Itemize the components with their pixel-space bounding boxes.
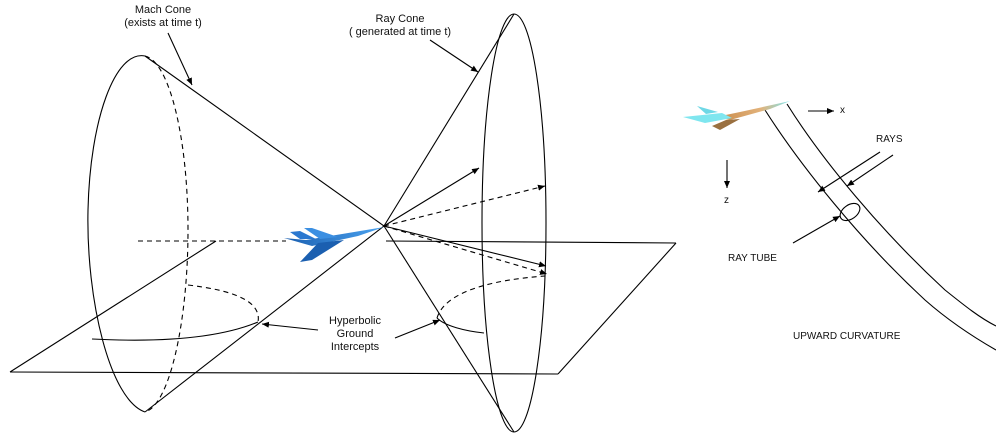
rays-label: RAYS <box>876 134 903 145</box>
ground-plane <box>9 240 677 375</box>
aircraft-left <box>284 227 384 262</box>
ray-cone <box>383 13 548 433</box>
ray-arrow-1 <box>383 167 480 227</box>
mach-cone-base-front <box>87 55 146 413</box>
z-axis-label: z <box>724 195 729 206</box>
ray-cone-lower-edge <box>383 225 515 433</box>
ray-cone-label: Ray Cone ( generated at time t) <box>330 13 470 39</box>
ray-tube-diagram <box>724 103 996 351</box>
mach-cone-note: (exists at time t) <box>124 17 202 29</box>
mach-cone-label: Mach Cone (exists at time t) <box>108 4 218 30</box>
mach-hyperbola-dashed <box>187 284 259 323</box>
ray-tube-right-edge <box>786 103 996 327</box>
ray-tube-label: RAY TUBE <box>728 253 777 264</box>
mach-hyperbola-solid <box>91 321 259 341</box>
ray-tube-left-edge <box>764 109 996 351</box>
ray-cone-ellipse <box>481 13 547 433</box>
upward-curvature-label: UPWARD CURVATURE <box>793 331 901 342</box>
hyperbolic-intercepts-label: Hyperbolic Ground Intercepts <box>310 315 400 354</box>
rays-leader-2 <box>846 154 894 187</box>
rays-leader-1 <box>817 151 881 193</box>
mach-cone-upper-edge <box>144 55 385 227</box>
mach-cone <box>87 55 385 413</box>
hyperbolic-line-1: Hyperbolic <box>329 315 381 327</box>
ray-cone-upper-edge <box>383 13 515 227</box>
ray-arrow-4 <box>383 225 547 268</box>
ray-cone-title: Ray Cone <box>375 13 425 25</box>
hyperbolic-leader-right <box>394 319 441 339</box>
hyperbolic-leader-left <box>261 321 319 331</box>
ray-hyperbola-dashed <box>436 275 546 319</box>
mach-cone-base-back <box>144 55 189 413</box>
ray-tube-leader <box>792 215 841 244</box>
ray-cone-leader <box>429 39 479 73</box>
ray-arrow-2 <box>383 184 546 227</box>
mach-cone-leader <box>167 32 193 86</box>
ray-arrow-3 <box>383 225 548 275</box>
mach-cone-lower-edge <box>144 225 385 413</box>
x-axis-label: x <box>840 105 845 116</box>
mach-cone-title: Mach Cone <box>134 4 192 16</box>
hyperbolic-line-3: Intercepts <box>330 341 380 353</box>
aircraft-right <box>683 101 790 130</box>
ray-cone-note: ( generated at time t) <box>348 26 452 38</box>
ray-tube-cross-section <box>839 202 861 222</box>
hyperbolic-line-2: Ground <box>336 328 374 340</box>
